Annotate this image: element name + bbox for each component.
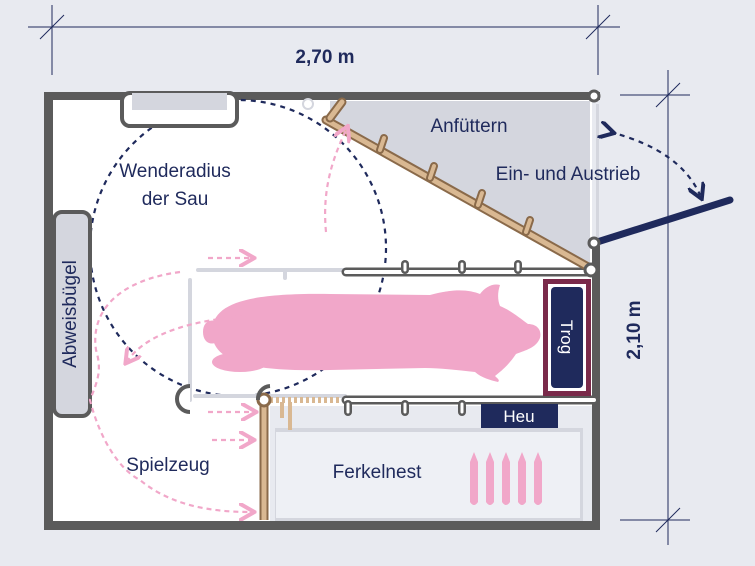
ein-austrieb-label: Ein- und Austrieb xyxy=(496,164,641,185)
abweisbuegel-label: Abweisbügel xyxy=(60,260,81,368)
crate-bottom-bar xyxy=(341,395,599,416)
height-dimension: 2,10 m xyxy=(620,70,690,545)
heu-label: Heu xyxy=(503,407,534,426)
turning-radius-label-line1: Wenderadius xyxy=(119,161,231,182)
sow-movement-arrows xyxy=(88,130,346,512)
nest-wall xyxy=(175,384,342,520)
anfuettern-label: Anfüttern xyxy=(430,116,507,137)
gate-swing-arrow xyxy=(610,132,700,195)
width-dimension: 2,70 m xyxy=(28,5,620,75)
exit-gate xyxy=(587,89,734,250)
spielzeug-label: Spielzeug xyxy=(126,455,209,476)
trog-label: Trog xyxy=(557,320,576,354)
trough: Trog xyxy=(543,279,591,396)
turning-radius-label-line2: der Sau xyxy=(142,189,209,210)
height-label: 2,10 m xyxy=(624,300,645,359)
diagonal-gate xyxy=(302,97,599,278)
crate-top-bar xyxy=(341,260,595,277)
hay-rack: Heu xyxy=(481,404,558,428)
width-label: 2,70 m xyxy=(295,47,354,68)
sow-silhouette xyxy=(203,284,541,382)
ferkelnest-label: Ferkelnest xyxy=(333,462,422,483)
piglets-icon xyxy=(470,452,542,505)
deflector-bar: Abweisbügel xyxy=(52,210,92,418)
